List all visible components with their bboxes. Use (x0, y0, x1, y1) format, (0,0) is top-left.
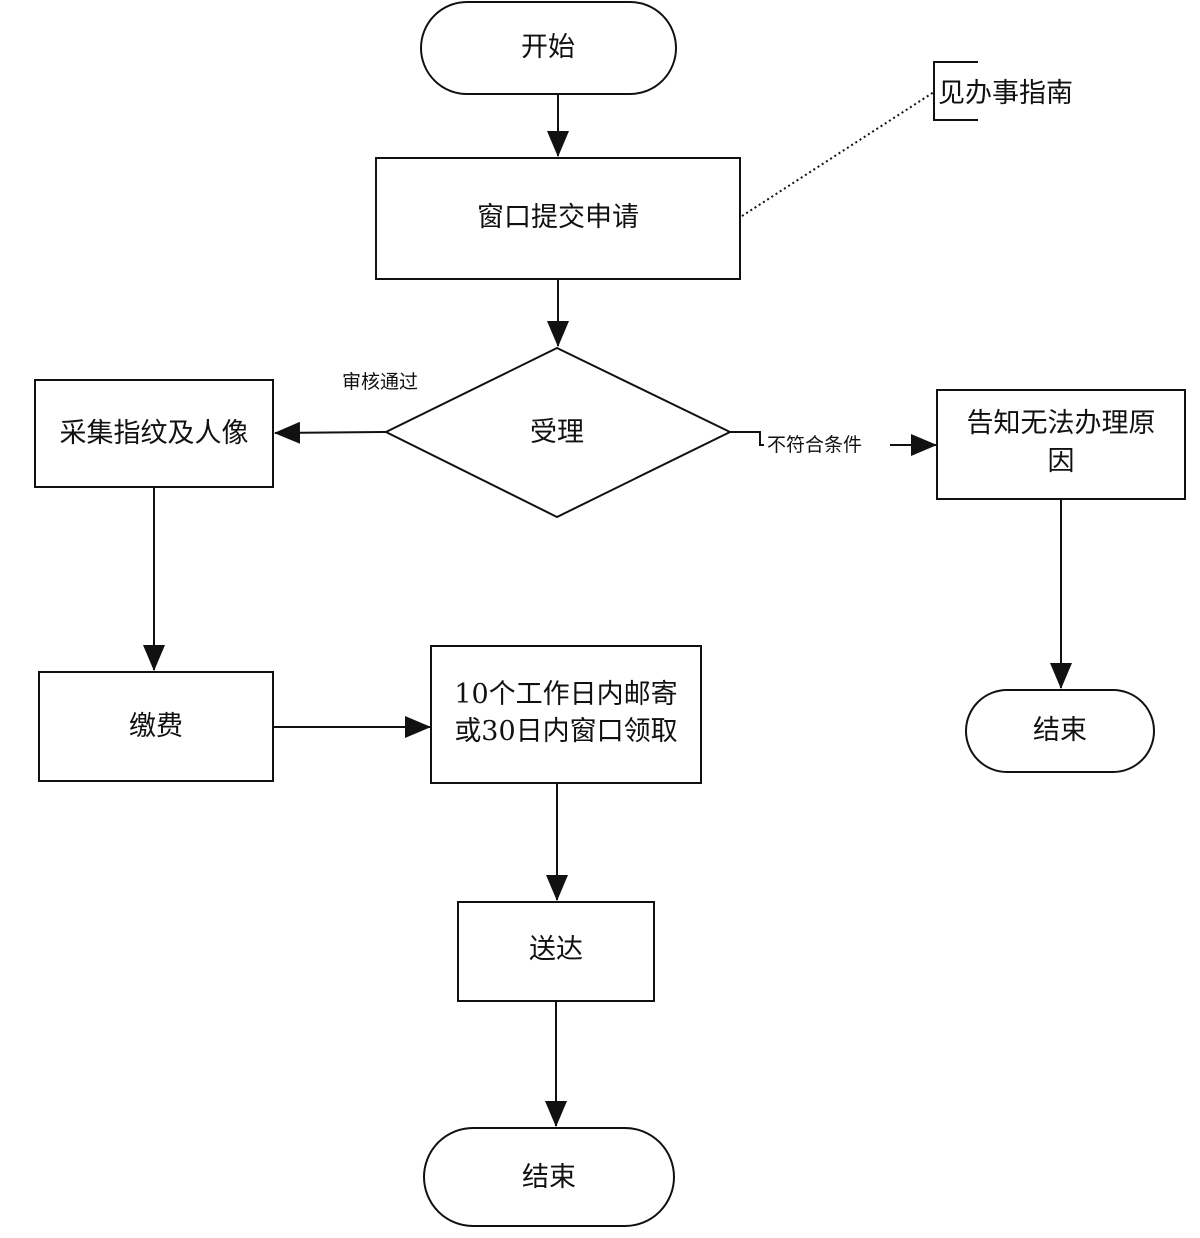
node-collect-label: 采集指纹及人像 (60, 418, 249, 449)
node-end-right: 结束 (965, 689, 1155, 773)
node-notify: 告知无法办理原 因 (936, 389, 1186, 500)
process-shape (457, 901, 655, 1002)
process-shape (34, 379, 274, 488)
process-shape (430, 645, 702, 784)
node-end-bottom-label: 结束 (522, 1162, 576, 1193)
edge-label-not-eligible: 不符合条件 (767, 434, 862, 456)
decision-shape (383, 346, 733, 519)
node-deliver-label-line2: 或30日内窗口领取 (454, 716, 677, 747)
node-end-right-label: 结束 (1033, 715, 1087, 746)
node-guide-note-label: 见办事指南 (938, 78, 1073, 109)
edge-label-approved: 审核通过 (342, 371, 418, 393)
terminal-shape (965, 689, 1155, 773)
node-accept-label: 受理 (530, 417, 584, 448)
node-pay: 缴费 (38, 671, 274, 782)
node-start: 开始 (420, 1, 677, 95)
process-shape (936, 389, 1186, 500)
annotation-bracket (933, 61, 978, 121)
node-collect: 采集指纹及人像 (34, 379, 274, 488)
node-notify-label-line1: 告知无法办理原 (967, 408, 1156, 439)
node-submit: 窗口提交申请 (375, 157, 741, 280)
process-shape (38, 671, 274, 782)
terminal-shape (420, 1, 677, 95)
not-eligible-label-bg (764, 432, 890, 456)
node-accept: 受理 (383, 346, 733, 519)
node-deliver: 10个工作日内邮寄 或30日内窗口领取 (430, 645, 702, 784)
node-guide-note: 见办事指南 (933, 61, 1073, 121)
node-deliver-label-line1: 10个工作日内邮寄 (454, 679, 677, 710)
node-start-label: 开始 (521, 32, 575, 63)
edge-accept-to-collect (274, 421, 387, 444)
node-submit-label: 窗口提交申请 (477, 202, 639, 233)
node-pay-label: 缴费 (129, 711, 183, 742)
node-send-label: 送达 (529, 934, 583, 965)
process-shape (375, 157, 741, 280)
node-notify-label-line2: 因 (1048, 446, 1075, 477)
edge-guide-dotted (741, 91, 935, 217)
terminal-shape (423, 1127, 675, 1227)
node-end-bottom: 结束 (423, 1127, 675, 1227)
node-send: 送达 (457, 901, 655, 1002)
